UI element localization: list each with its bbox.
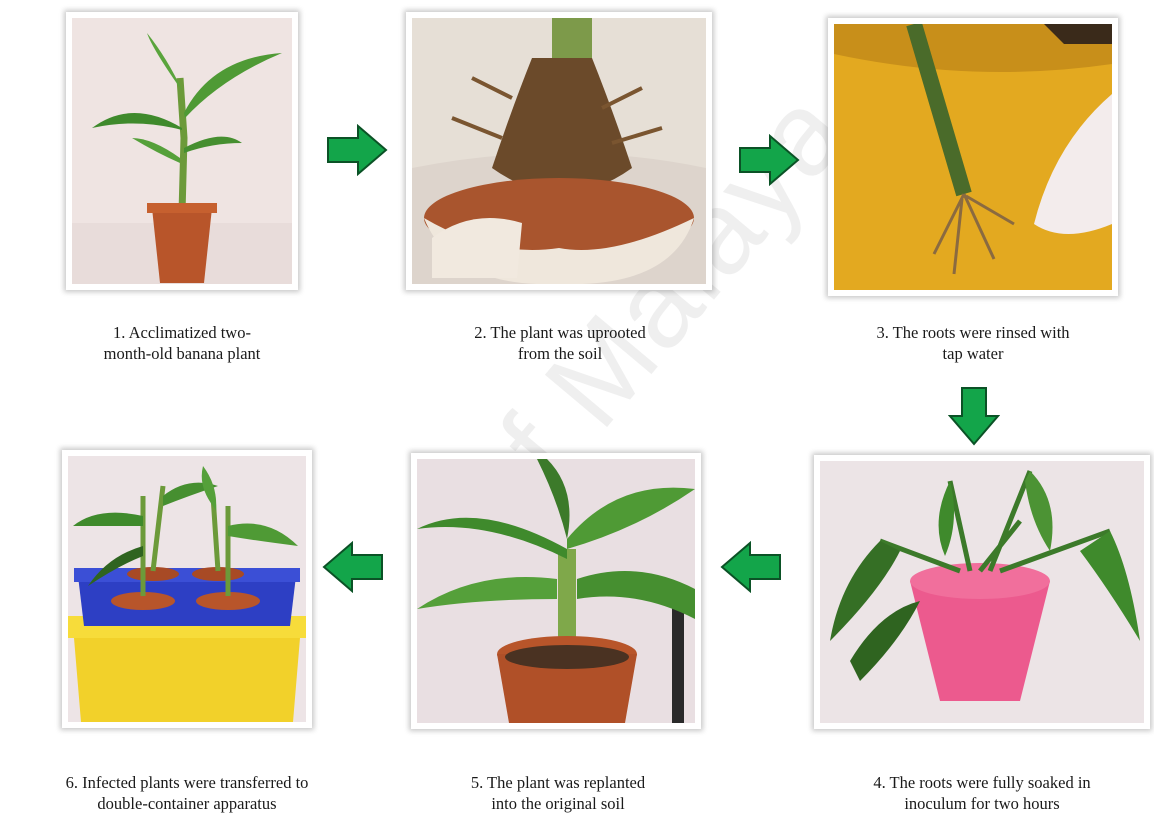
step-2-photo — [406, 12, 712, 290]
step-4-caption: 4. The roots were fully soaked in inocul… — [810, 772, 1154, 814]
arrow-right-icon — [738, 134, 800, 186]
step-4-photo — [814, 455, 1150, 729]
step-1-photo — [66, 12, 298, 290]
step-1-caption: 1. Acclimatized two- month-old banana pl… — [62, 322, 302, 364]
arrow-down-icon — [948, 386, 1000, 446]
step-6-caption: 6. Infected plants were transferred to d… — [0, 772, 374, 814]
step-6-photo — [62, 450, 312, 728]
step-5-caption: 5. The plant was replanted into the orig… — [420, 772, 696, 814]
arrow-left-icon — [322, 541, 384, 593]
arrow-left-icon — [720, 541, 782, 593]
step-5-photo — [411, 453, 701, 729]
step-2-caption: 2. The plant was uprooted from the soil — [420, 322, 700, 364]
arrow-right-icon — [326, 124, 388, 176]
step-3-caption: 3. The roots were rinsed with tap water — [826, 322, 1120, 364]
step-3-photo — [828, 18, 1118, 296]
